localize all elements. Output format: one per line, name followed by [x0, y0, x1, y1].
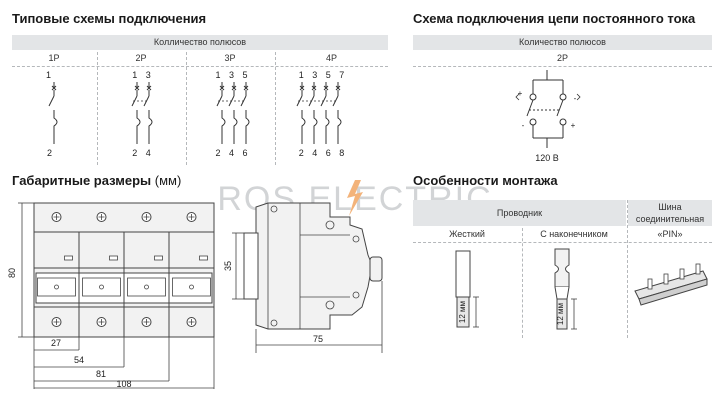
- lug-label: С наконечником: [540, 229, 608, 239]
- dc-polarity-left-bottom: -: [522, 121, 525, 130]
- breaker-pole-group: [216, 82, 250, 144]
- conductor-header: Проводник: [413, 200, 626, 226]
- dc-pole-type: 2P: [556, 53, 568, 63]
- dc-poles-header: Количество полюсов: [413, 35, 712, 50]
- mounting-title: Особенности монтажа: [413, 173, 558, 188]
- dim-75: 75: [313, 334, 323, 344]
- pin-busbar: [634, 263, 708, 306]
- column-divider: [97, 52, 98, 165]
- pole-contact: [296, 82, 306, 144]
- pole-contact: [143, 82, 153, 144]
- poles-divider: [12, 66, 388, 67]
- pole-type-1p: 1P: [48, 53, 60, 63]
- lug-conductor: [554, 248, 577, 330]
- dc-polarity-right-bottom: +: [571, 121, 576, 130]
- dimensions-title-text: Габаритные размеры: [12, 173, 152, 188]
- mount-column-divider: [627, 200, 628, 338]
- pole-contact: [131, 82, 141, 144]
- terminal-bottom-3p: 2 4 6: [215, 148, 250, 158]
- pole-contact: [332, 82, 342, 144]
- terminal-top-2p: 1 3: [132, 70, 154, 80]
- busbar-header: Шина соединительная: [628, 200, 712, 226]
- dimension-drawing: 80 27 54 81 108 35 75: [7, 202, 383, 389]
- terminal-window: [172, 277, 211, 297]
- dc-circuit-diagram: + - - + 120 В: [515, 70, 581, 163]
- mounting-illustrations: 12 мм 12 мм: [455, 248, 708, 330]
- rigid-label: Жесткий: [449, 229, 485, 239]
- bolt-icon: [347, 180, 363, 216]
- status-indicator: [154, 255, 163, 261]
- breaker-pole-group: [48, 82, 58, 144]
- strip-length-lug: 12 мм: [556, 303, 565, 325]
- front-details: [37, 212, 211, 327]
- dc-divider: [413, 66, 712, 67]
- terminal-bottom-2p: 2 4: [132, 148, 154, 158]
- dim-27: 27: [51, 338, 61, 348]
- pin-label: «PIN»: [657, 229, 683, 239]
- poles-header: Колличество полюсов: [12, 35, 388, 50]
- dim-81: 81: [96, 369, 106, 379]
- breaker-pole-group: [296, 82, 342, 144]
- terminal-bottom-1p: 2: [47, 148, 55, 158]
- pole-contact: [308, 82, 318, 144]
- dc-polarity-right-top: -: [574, 94, 577, 103]
- dc-polarity-left-top: +: [518, 89, 523, 98]
- strip-length-rigid: 12 мм: [458, 301, 467, 323]
- breaker-side-view: [243, 202, 383, 330]
- column-divider: [275, 52, 276, 165]
- terminal-window: [127, 277, 166, 297]
- pole-contact: [320, 82, 330, 144]
- terminal-bottom-4p: 2 4 6 8: [299, 148, 348, 158]
- terminal-top-4p: 1 3 5 7: [299, 70, 348, 80]
- dc-scheme-title: Схема подключения цепи постоянного тока: [413, 11, 696, 26]
- breaker-pole-group: [131, 82, 153, 144]
- mount-divider: [413, 242, 712, 243]
- dimensions-title: Габаритные размеры (мм): [12, 173, 181, 188]
- pole-type-4p: 4P: [325, 53, 337, 63]
- status-indicator: [64, 255, 73, 261]
- rigid-conductor: [455, 250, 479, 328]
- dc-voltage-label: 120 В: [535, 153, 559, 163]
- wiring-diagrams: 1 2 1 3 2 4 1 3 5 2 4 6 1 3 5 7 2 4 6 8: [46, 70, 348, 158]
- pole-contact: [240, 82, 250, 144]
- column-divider: [186, 52, 187, 165]
- pole-contact: [48, 82, 58, 144]
- pole-type-2p: 2P: [135, 53, 147, 63]
- status-indicator: [199, 255, 208, 261]
- terminal-top-3p: 1 3 5: [215, 70, 250, 80]
- typical-schemes-title: Типовые схемы подключения: [12, 11, 207, 26]
- dim-35: 35: [223, 261, 233, 271]
- terminal-top-1p: 1: [46, 70, 54, 80]
- pole-contact: [228, 82, 238, 144]
- pole-type-3p: 3P: [224, 53, 236, 63]
- pole-contact: [216, 82, 226, 144]
- dim-54: 54: [74, 355, 84, 365]
- dim-108: 108: [116, 379, 131, 389]
- dimensions-unit: (мм): [154, 173, 182, 188]
- dim-height: 80: [7, 268, 17, 278]
- pole-symbols: [48, 82, 342, 144]
- breaker-front-view: [33, 202, 215, 338]
- status-indicator: [109, 255, 118, 261]
- terminal-window: [37, 277, 76, 297]
- terminal-window: [82, 277, 121, 297]
- mount-column-divider: [522, 228, 523, 338]
